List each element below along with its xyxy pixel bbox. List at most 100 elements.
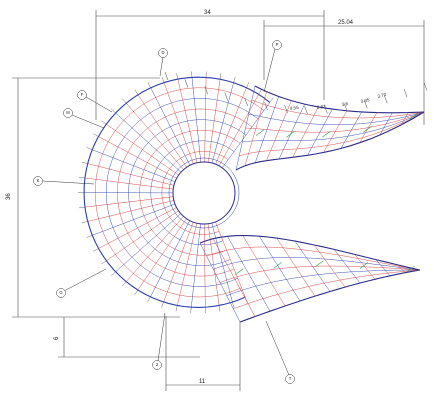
lower-arm-trans: [212, 238, 256, 317]
mesh-radial: [126, 216, 184, 282]
mesh-tick: [161, 76, 165, 83]
upper-edge-tick: [184, 79, 189, 88]
mesh-tick: [175, 305, 178, 312]
lower-arm-trans: [354, 254, 376, 280]
mesh-tick: [190, 307, 192, 314]
lower-arm-long: [226, 269, 420, 296]
rib-label-3: 3.6: [341, 101, 349, 107]
mesh-tick: [122, 98, 127, 104]
mesh-radial: [218, 94, 259, 167]
lower-arm-trans: [314, 244, 346, 288]
mesh-radial: [191, 223, 201, 308]
mesh-tick: [233, 76, 236, 83]
mesh-tick: [134, 89, 139, 95]
mesh-tick: [246, 82, 249, 88]
upper-arm-trans: [244, 91, 267, 166]
upper-arm-trans: [278, 104, 305, 160]
lower-arm-long: [239, 269, 421, 323]
lower-arm-trans: [199, 242, 241, 323]
dim-left-height-label: 36: [6, 193, 12, 200]
mesh-radial: [106, 210, 179, 261]
upper-arm-trans: [235, 85, 256, 171]
upper-edge-tick: [304, 105, 308, 115]
mesh-tick: [78, 206, 86, 209]
leader-m: [71, 114, 105, 129]
mesh-radial: [211, 222, 233, 303]
center-opening-ring: [168, 157, 240, 229]
mesh-radial: [222, 102, 270, 169]
mesh-radial: [92, 203, 176, 236]
mesh-tick: [111, 108, 116, 114]
upper-edge-tick: [284, 104, 288, 113]
rib-label-4: 3.35: [360, 97, 370, 104]
upper-arm-trans: [254, 96, 279, 163]
mesh-tick: [269, 97, 274, 103]
lower-arm-accent: [406, 265, 415, 273]
mesh-radial: [207, 223, 220, 306]
leader-f: [85, 96, 113, 113]
upper-arm-trans: [379, 112, 393, 136]
mesh-radial: [137, 218, 187, 291]
tag-g-label: G: [59, 290, 62, 295]
tag-g-circle: [56, 288, 66, 298]
upper-arm-accent: [286, 131, 295, 138]
upper-arm-long: [251, 99, 425, 119]
upper-arm-accent: [363, 125, 372, 133]
mesh-radial: [215, 221, 246, 298]
upper-arm-trans: [292, 106, 319, 158]
lower-arm-trans: [276, 237, 316, 297]
leader-t: [265, 320, 290, 376]
tag-t-circle: [285, 374, 295, 384]
mesh-tick: [93, 133, 99, 137]
lower-arm-accent: [315, 260, 324, 268]
structural-mesh: [77, 71, 428, 323]
mesh-radial: [211, 82, 234, 164]
tag-f-label: F: [81, 92, 84, 97]
mesh-tick: [101, 260, 107, 265]
mesh-radial: [204, 223, 206, 308]
upper-edge-tick: [204, 86, 209, 95]
upper-edge-tick: [363, 99, 368, 109]
tag-p-circle: [272, 40, 282, 50]
mesh-tick: [101, 120, 107, 125]
upper-arm-trans: [323, 110, 348, 153]
tag-k-label: K: [37, 178, 40, 183]
mesh-radial: [163, 82, 194, 164]
upper-arm-accent: [255, 129, 265, 136]
mesh-tick: [147, 82, 151, 88]
tag-k-circle: [33, 176, 43, 186]
mesh-radial: [115, 213, 182, 272]
mesh-tick: [86, 147, 93, 150]
mesh-radial: [150, 220, 190, 297]
mesh-tick: [147, 296, 151, 303]
leader-p: [263, 48, 276, 93]
upper-edge-tick: [423, 82, 428, 91]
mesh-tick: [219, 73, 222, 80]
tag-d-circle: [158, 48, 168, 58]
mesh-radial: [204, 77, 207, 163]
leader-d: [159, 56, 164, 77]
mesh-radial: [98, 207, 177, 249]
rib-labels: 4.55 3.83 3.6 3.35 3.70: [289, 92, 387, 111]
lower-arm-long: [199, 234, 421, 271]
dim-bottom-offset-label: 6: [54, 336, 60, 340]
lower-arm-trans: [397, 264, 406, 273]
mesh-radial: [106, 124, 179, 176]
lower-arm-accent: [273, 262, 282, 269]
mesh-radial: [215, 87, 247, 165]
mesh-radial: [115, 112, 182, 173]
mesh-tick: [232, 302, 235, 308]
mesh-tick: [122, 281, 127, 287]
upper-arm-trans: [266, 100, 292, 161]
mesh-tick: [191, 71, 193, 78]
upper-edge-tick: [344, 103, 348, 112]
lower-arm-accent: [235, 268, 244, 276]
upper-edge-tick: [264, 102, 268, 111]
lower-arm-trans: [227, 236, 271, 312]
mesh-radial: [84, 177, 174, 190]
mesh-tick: [86, 235, 93, 238]
upper-arm-accent: [409, 112, 419, 120]
rib-label-5: 3.70: [377, 92, 387, 99]
lower-arm-trans: [242, 235, 286, 307]
